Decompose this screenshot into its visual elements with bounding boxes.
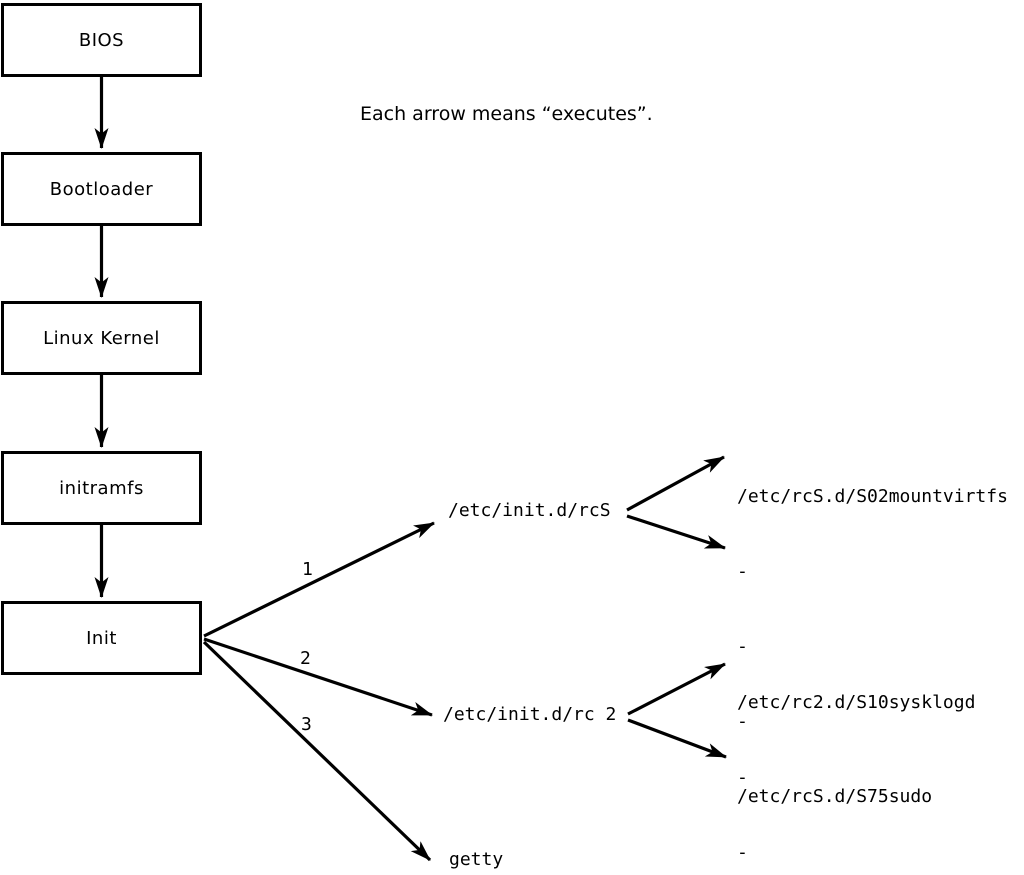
rc2-script-ellipsis-2: - xyxy=(737,842,748,863)
rc2-script-s10sysklogd: /etc/rc2.d/S10sysklogd xyxy=(737,692,976,713)
arrow-rc2-to-s99gdm xyxy=(627,718,727,759)
node-etc-init-d-rcs: /etc/init.d/rcS xyxy=(448,500,611,521)
arrow-init-to-rc2 xyxy=(203,637,433,717)
rcs-script-s75sudo: /etc/rcS.d/S75sudo xyxy=(737,786,933,807)
rcs-script-list: /etc/rcS.d/S02mountvirtfs - - - /etc/rcS… xyxy=(737,434,1008,859)
arrow-rcs-to-s75sudo xyxy=(626,514,726,550)
arrow-order-2: 2 xyxy=(300,648,311,669)
arrow-rc2-to-s10sysklogd xyxy=(627,662,726,716)
node-bootloader: Bootloader xyxy=(1,152,202,226)
rcs-script-ellipsis-3: - xyxy=(737,711,748,732)
rcs-script-ellipsis-1: - xyxy=(737,561,748,582)
node-bootloader-label: Bootloader xyxy=(49,178,154,200)
node-linux-kernel: Linux Kernel xyxy=(1,301,202,375)
node-getty: getty xyxy=(449,849,504,870)
node-linux-kernel-label: Linux Kernel xyxy=(43,327,160,349)
node-bios-label: BIOS xyxy=(78,29,125,51)
arrow-rcs-to-s02mountvirtfs xyxy=(626,455,725,512)
rc2-script-ellipsis-1: - xyxy=(737,767,748,788)
node-bios: BIOS xyxy=(1,3,202,77)
node-initramfs-label: initramfs xyxy=(59,477,144,499)
rcs-script-s02mountvirtfs: /etc/rcS.d/S02mountvirtfs xyxy=(737,486,1008,507)
arrow-order-3: 3 xyxy=(301,714,312,735)
legend-note: Each arrow means “executes”. xyxy=(360,103,653,125)
rc2-script-list: /etc/rc2.d/S10sysklogd - - - /etc/rc2.d/… xyxy=(737,640,975,875)
node-etc-init-d-rc2: /etc/init.d/rc 2 xyxy=(443,704,617,725)
node-init: Init xyxy=(1,601,202,675)
node-initramfs: initramfs xyxy=(1,451,202,525)
arrow-init-to-getty xyxy=(202,640,432,862)
rcs-script-ellipsis-2: - xyxy=(737,636,748,657)
arrow-order-1: 1 xyxy=(302,559,313,580)
node-init-label: Init xyxy=(86,627,117,649)
arrow-init-to-rcs xyxy=(203,521,435,638)
